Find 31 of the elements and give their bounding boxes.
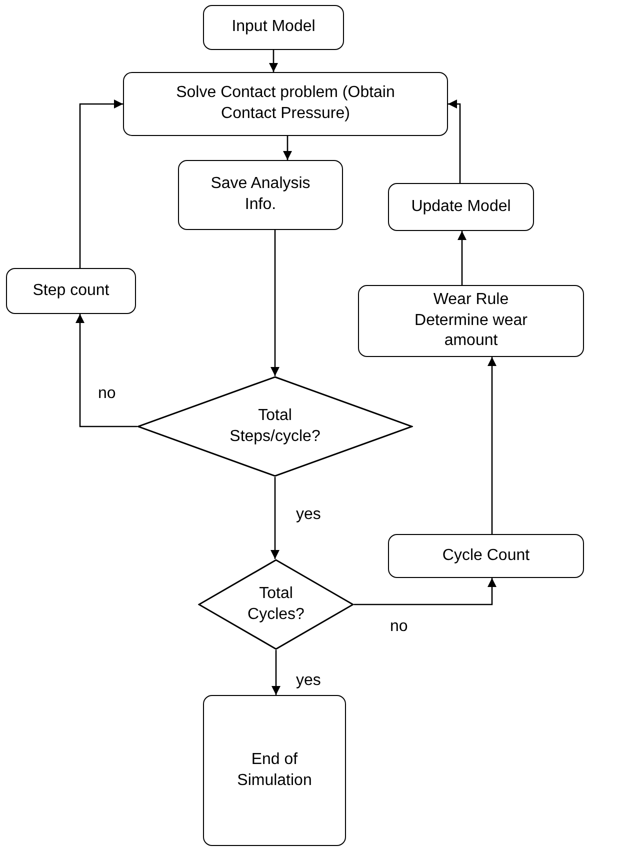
process-box bbox=[388, 534, 584, 578]
process-box bbox=[123, 72, 448, 136]
node-text: Solve Contact problem (Obtain Contact Pressure) bbox=[175, 83, 396, 124]
process-box bbox=[178, 160, 343, 230]
process-box bbox=[203, 695, 346, 846]
arrow bbox=[270, 230, 280, 376]
node-text: Cycle Count bbox=[442, 546, 530, 566]
node-text: End of Simulation bbox=[236, 750, 313, 790]
node-text: Save Analysis Info. bbox=[210, 174, 312, 215]
process-box bbox=[6, 268, 136, 314]
arrow bbox=[76, 314, 137, 428]
arrow bbox=[269, 50, 278, 72]
arrow bbox=[270, 477, 280, 559]
arrow bbox=[283, 136, 292, 160]
process-box bbox=[358, 285, 584, 357]
process-box bbox=[388, 183, 534, 231]
arrow bbox=[458, 231, 466, 285]
node-text: Wear Rule Determine wear amount bbox=[414, 290, 528, 352]
node-text: Total Steps/cycle? bbox=[228, 406, 322, 446]
arrow bbox=[488, 357, 496, 534]
node-text: Total Cycles? bbox=[246, 584, 306, 624]
arrow bbox=[448, 100, 461, 183]
arrow bbox=[79, 100, 123, 268]
decision-diamond bbox=[198, 559, 354, 650]
arrow bbox=[272, 650, 280, 695]
decision-diamond bbox=[137, 376, 413, 477]
process-box bbox=[203, 5, 344, 50]
node-text: Update Model bbox=[411, 196, 511, 217]
arrow bbox=[354, 578, 496, 606]
node-text: Input Model bbox=[232, 17, 316, 38]
node-text: Step count bbox=[32, 280, 110, 301]
